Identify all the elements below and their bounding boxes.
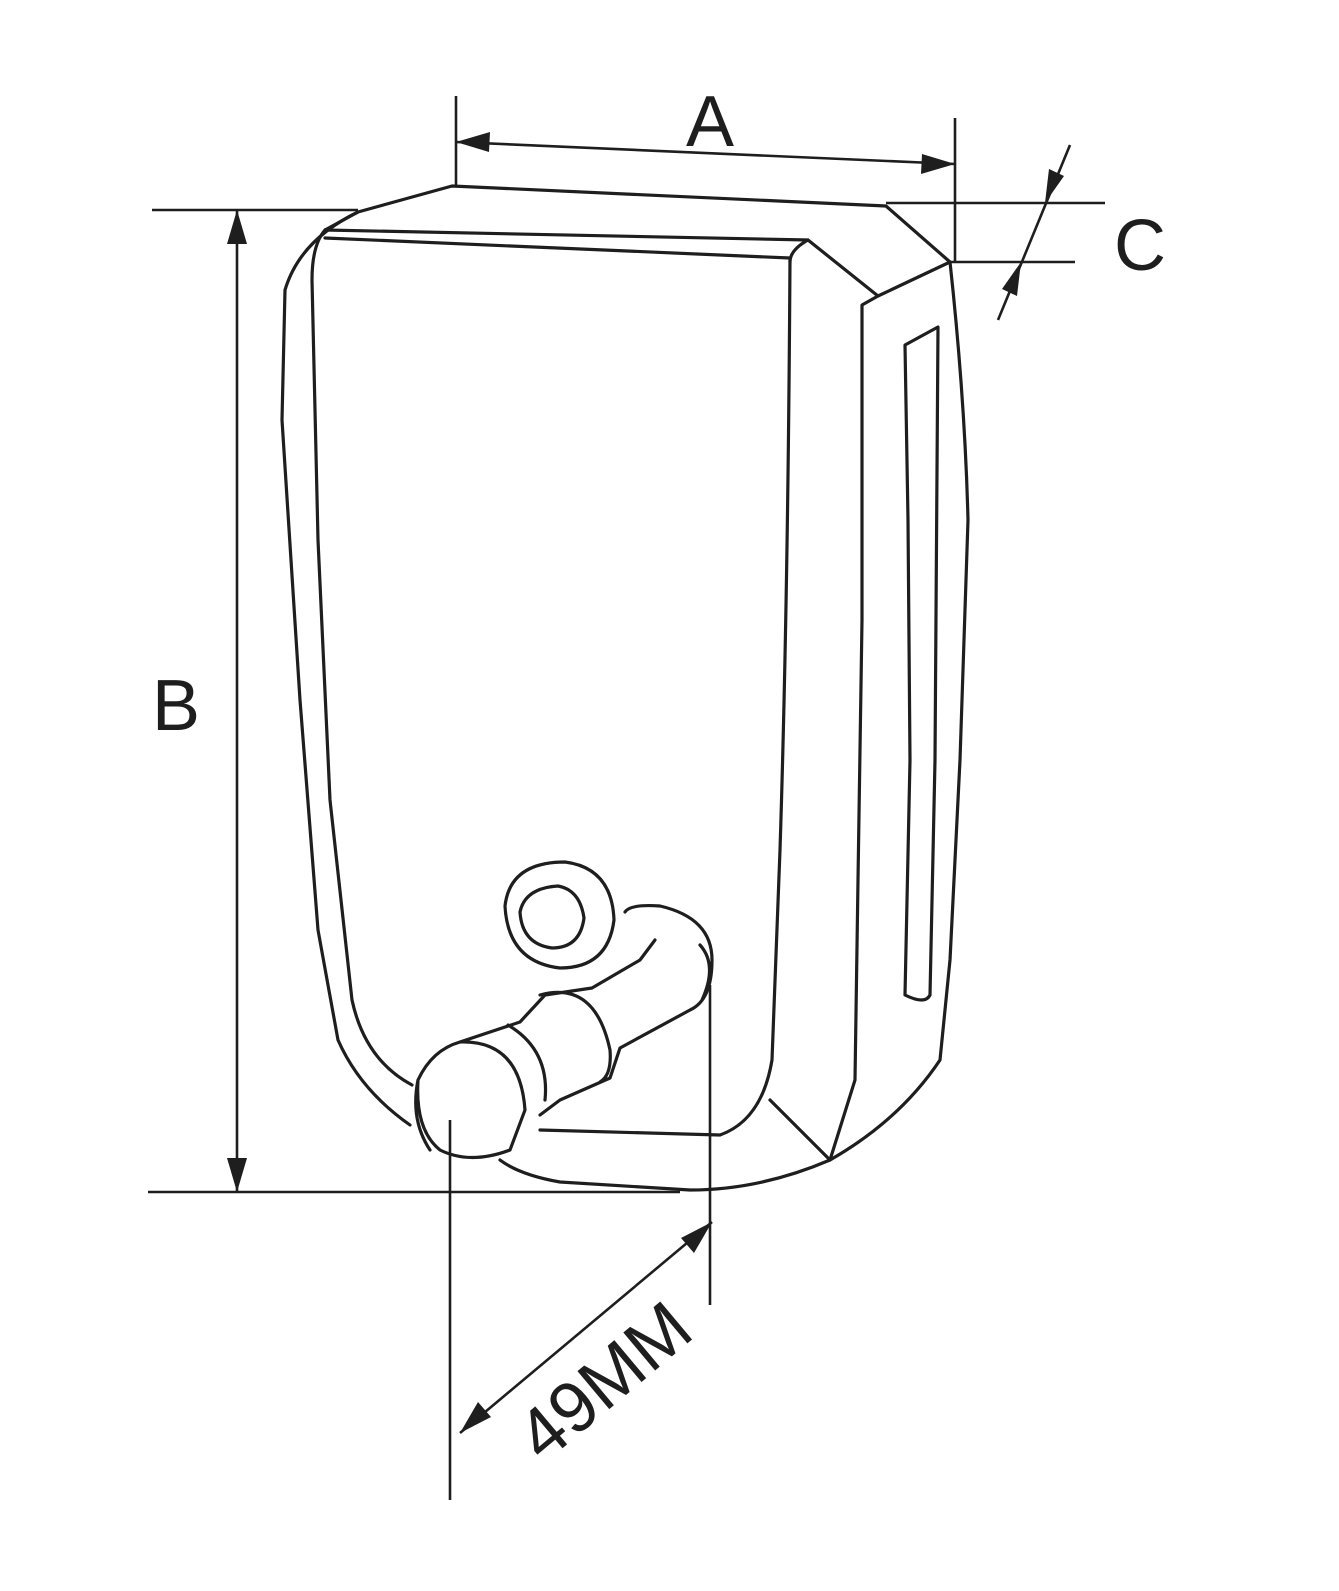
dispenser-front-panel [310, 228, 792, 1137]
dimension-a-label: A [686, 82, 734, 162]
dimension-b: B [148, 208, 680, 1194]
dimension-b-arrow-top [227, 210, 247, 244]
dispenser-level-window [903, 325, 940, 1002]
dispenser-outer-shell [280, 210, 970, 1192]
dimension-a: A [454, 82, 957, 262]
spout-offset-arrow-left [460, 1402, 491, 1433]
spout-offset-label: 49MM [502, 1287, 707, 1477]
dispenser-top-edge [323, 236, 792, 260]
spout-offset-arrow-right [681, 1222, 712, 1253]
dimension-c-arrow-bottom [1002, 262, 1021, 296]
dimension-a-arrow-right [921, 154, 955, 174]
dimension-spout-offset: 49MM [448, 985, 713, 1500]
spout-offset-line [459, 1221, 713, 1434]
dimension-c: C [886, 144, 1166, 321]
dimension-a-arrow-left [456, 132, 490, 152]
dimension-b-arrow-bottom [227, 1158, 247, 1192]
dispenser-nozzle [414, 904, 714, 1160]
dimension-c-arrow-top [1045, 169, 1064, 203]
dimension-c-label: C [1114, 206, 1166, 286]
dispenser-right-bevel [768, 238, 880, 1162]
dispenser-push-button [503, 860, 616, 970]
dispenser-top-face [323, 184, 952, 298]
dimension-b-label: B [152, 666, 200, 746]
soap-dispenser-drawing [280, 184, 970, 1192]
dimension-c-line [996, 144, 1072, 321]
dimension-a-line [455, 140, 956, 166]
